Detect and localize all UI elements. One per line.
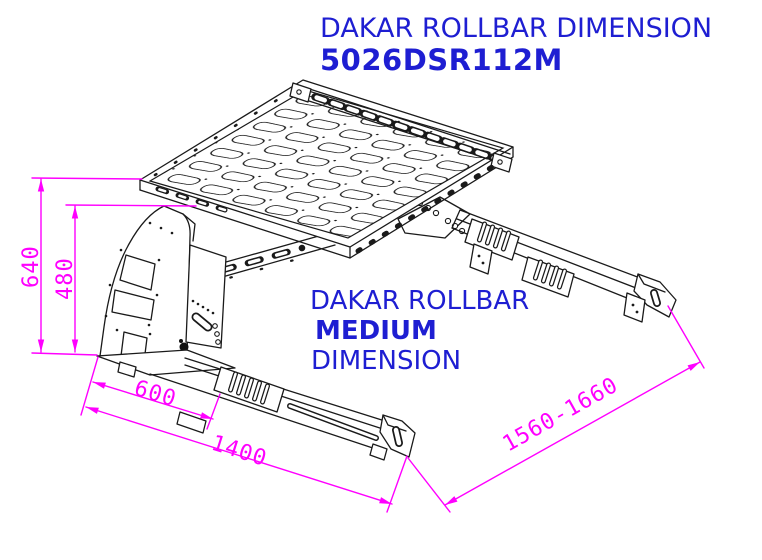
dim-640-label: 640 [19,245,44,288]
dimension-1400: 1400 [85,406,408,513]
product-label-line2: MEDIUM [315,316,437,346]
drawing-model-number: 5026DSR112M [320,43,563,77]
dim-1400-label: 1400 [208,431,270,472]
drawing-titles: DAKAR ROLLBAR DIMENSION 5026DSR112M DAKA… [310,13,712,376]
hoop-window-middle [111,289,155,321]
dimension-640: 640 [19,177,143,356]
dimension-480: 480 [53,204,197,353]
product-label-line1: DAKAR ROLLBAR [310,286,529,316]
drawing-heading: DAKAR ROLLBAR DIMENSION [320,13,712,44]
front-rail-foot [369,443,388,461]
dim-480-label: 480 [53,257,78,300]
rear-rail-plate-a [469,243,493,275]
dimension-1560-1660: 1560-1660 [407,305,705,513]
hoop-window-upper [119,254,156,291]
rear-rail [451,209,677,323]
product-label-line3: DIMENSION [311,346,461,376]
hoop-base [96,349,236,378]
rollbar-hoop [96,205,236,378]
platform-tray [139,79,514,259]
hoop-side-panel [185,244,227,349]
platform-rim [289,82,513,173]
platform-mesh [148,89,505,239]
rear-rail-end-plate [623,292,646,323]
